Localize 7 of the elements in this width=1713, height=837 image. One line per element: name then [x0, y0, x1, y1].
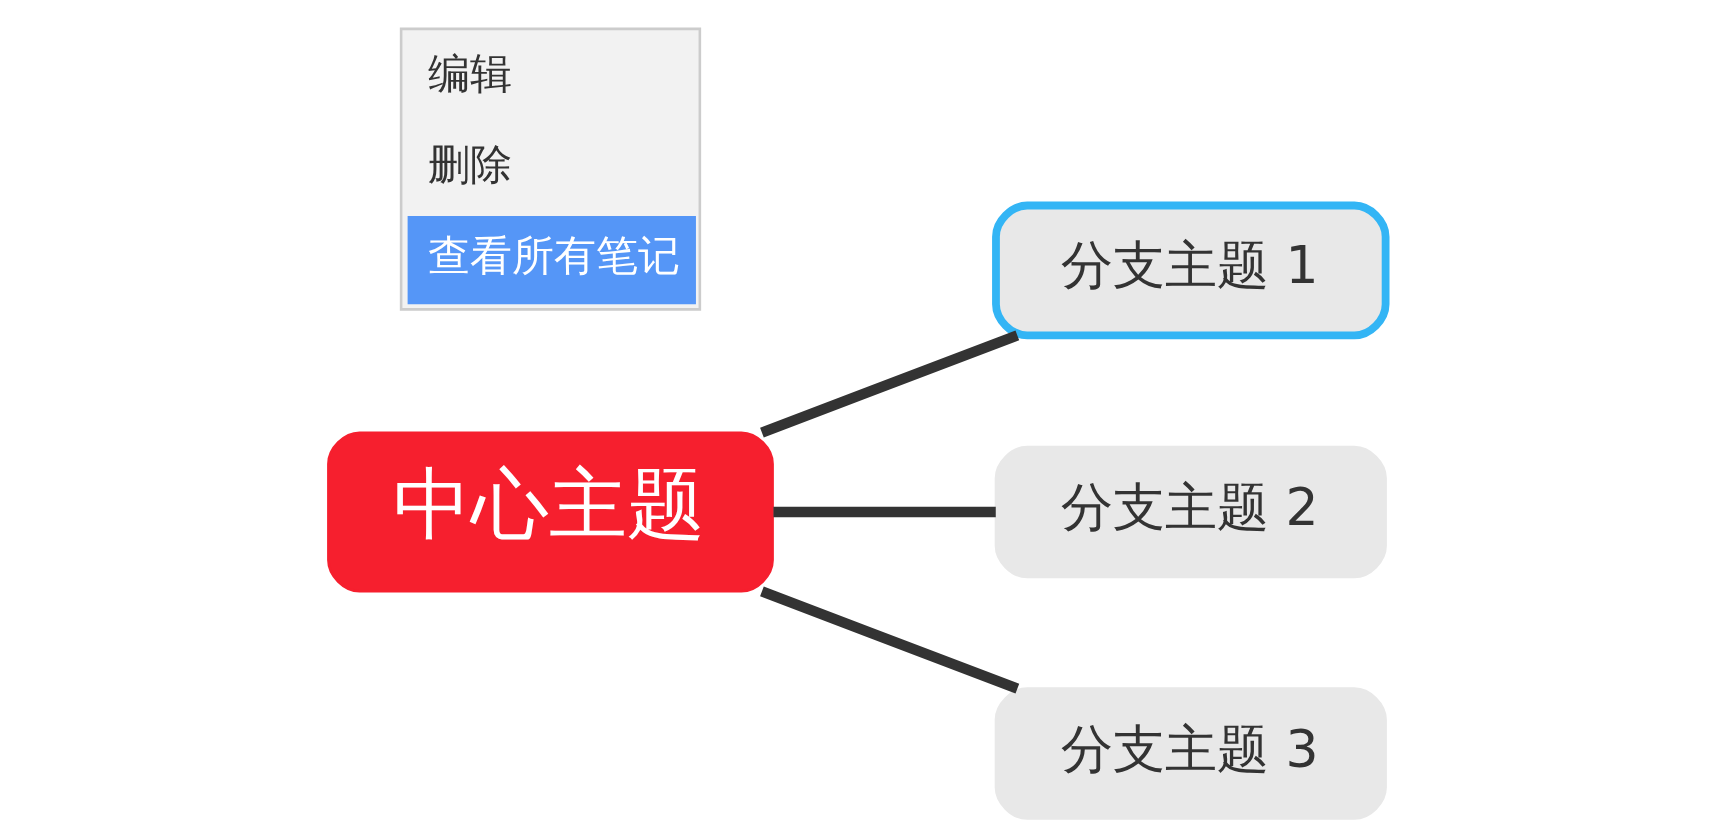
connector [759, 586, 1019, 694]
node-box: 中心主题 [326, 431, 774, 593]
connector [772, 506, 996, 518]
node-box: 分支主题 2 [994, 445, 1387, 579]
connector [759, 330, 1019, 438]
node-box: 分支主题 1 [991, 201, 1389, 340]
node-box: 分支主题 3 [994, 687, 1387, 820]
